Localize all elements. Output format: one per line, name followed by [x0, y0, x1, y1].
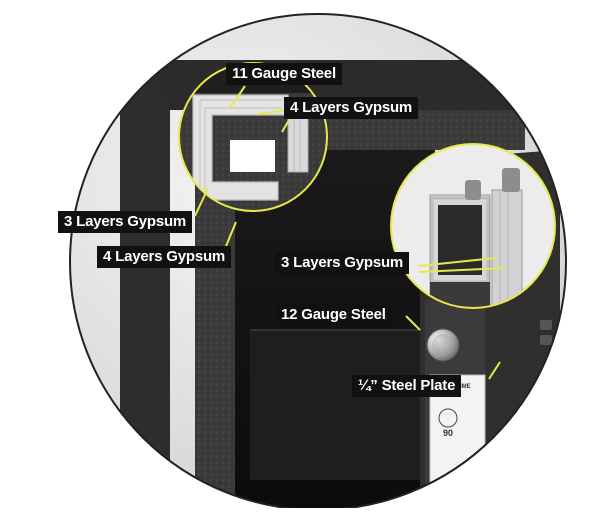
door-handle-knob: [426, 328, 460, 362]
callout-11-gauge-steel: 11 Gauge Steel: [226, 63, 342, 85]
callout-4-layers-gypsum-top: 4 Layers Gypsum: [284, 97, 419, 119]
leader-lines: [194, 85, 506, 380]
safe-side-panel: [120, 70, 170, 510]
zoom-inset-frame-right: [390, 143, 556, 309]
callout-steel-plate: ¼” Steel Plate: [352, 375, 462, 397]
zoom-inset-border-right: [390, 143, 556, 309]
callout-3-layers-gypsum-right: 3 Layers Gypsum: [275, 252, 410, 274]
callout-4-layers-gypsum-left: 4 Layers Gypsum: [97, 246, 232, 268]
callout-3-layers-gypsum-left: 3 Layers Gypsum: [58, 211, 193, 233]
zoom-inset-frame: [178, 62, 328, 212]
sticker-rating: 90: [443, 428, 453, 438]
callout-12-gauge-steel: 12 Gauge Steel: [275, 304, 392, 326]
